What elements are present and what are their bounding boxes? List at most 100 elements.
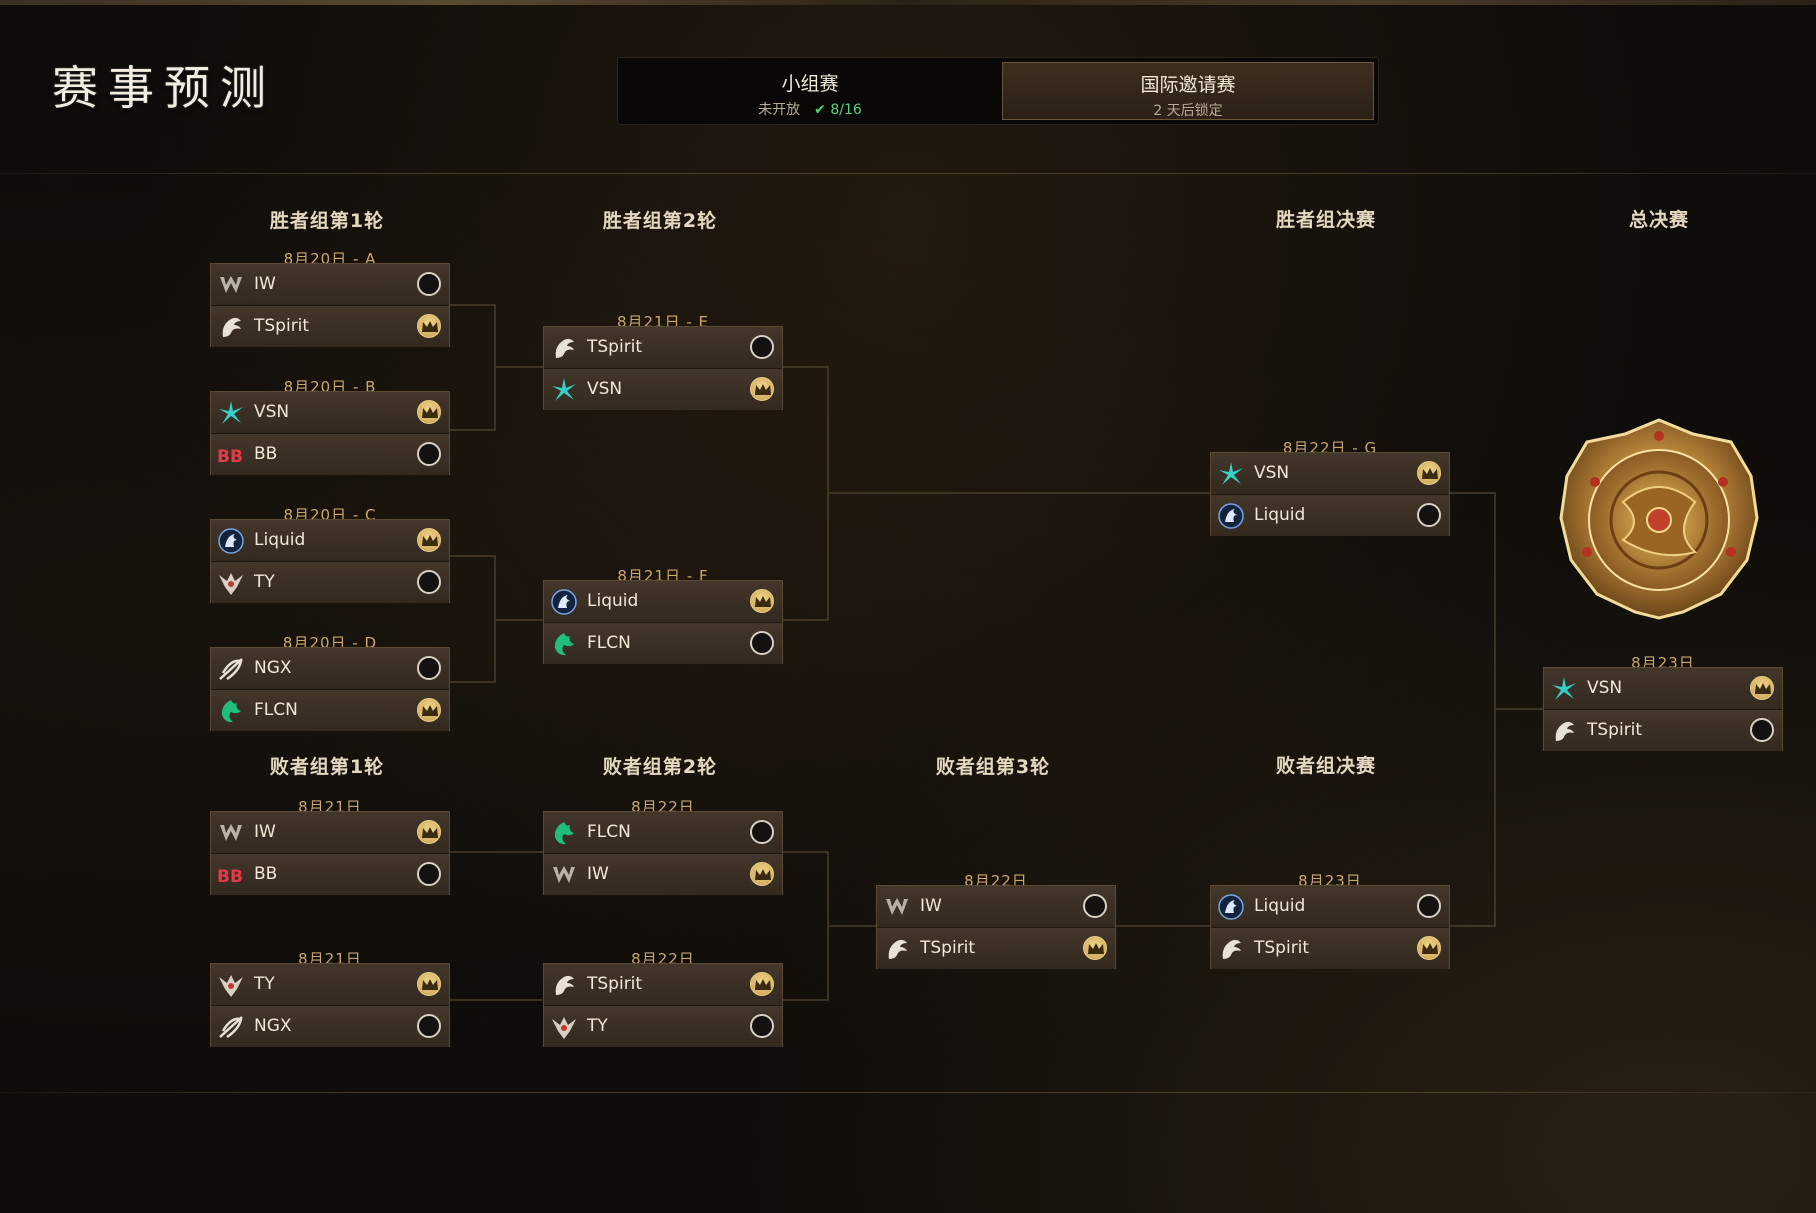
team-row[interactable]: Liquid: [1211, 495, 1449, 536]
match-l2a: FLCN IW: [543, 811, 783, 895]
round-title-lb2: 败者组第2轮: [602, 756, 718, 778]
team-row[interactable]: BB BB: [211, 434, 449, 475]
tab-international-label: 国际邀请赛: [1140, 74, 1236, 96]
pick-circle-icon[interactable]: [417, 570, 441, 594]
match-gf: VSN TSpirit: [1543, 667, 1783, 751]
team-row[interactable]: TSpirit: [544, 327, 782, 369]
team-row[interactable]: TSpirit: [1211, 928, 1449, 969]
team-row[interactable]: IW: [544, 854, 782, 895]
winner-crown-icon[interactable]: [1083, 936, 1107, 960]
team-row[interactable]: Liquid: [1211, 886, 1449, 928]
pick-circle-icon[interactable]: [1417, 503, 1441, 527]
team-name: TSpirit: [587, 974, 643, 994]
team-row[interactable]: TSpirit: [211, 306, 449, 347]
winner-crown-icon[interactable]: [417, 698, 441, 722]
winner-crown-icon[interactable]: [750, 862, 774, 886]
tspirit-dragon-icon: [883, 935, 911, 963]
team-name: FLCN: [587, 633, 631, 653]
team-row[interactable]: FLCN: [544, 623, 782, 664]
team-name: VSN: [1254, 463, 1290, 483]
team-name: IW: [587, 864, 609, 884]
winner-crown-icon[interactable]: [1417, 936, 1441, 960]
tab-international[interactable]: 国际邀请赛 2 天后锁定: [1002, 62, 1374, 120]
team-name: Liquid: [1254, 896, 1306, 916]
winner-crown-icon[interactable]: [1417, 461, 1441, 485]
team-row[interactable]: TY: [211, 562, 449, 603]
pick-circle-icon[interactable]: [417, 1014, 441, 1038]
team-name: VSN: [254, 402, 290, 422]
pick-circle-icon[interactable]: [750, 1014, 774, 1038]
winner-crown-icon[interactable]: [750, 589, 774, 613]
team-name: IW: [254, 822, 276, 842]
team-row[interactable]: NGX: [211, 648, 449, 690]
iw-logo-icon: [883, 893, 911, 921]
pick-circle-icon[interactable]: [417, 862, 441, 886]
team-name: Liquid: [1254, 505, 1306, 525]
tab-international-status: 2 天后锁定: [1153, 103, 1223, 119]
round-title-lb3: 败者组第3轮: [935, 756, 1051, 778]
pick-circle-icon[interactable]: [1083, 894, 1107, 918]
pick-circle-icon[interactable]: [1417, 894, 1441, 918]
team-row[interactable]: IW: [877, 886, 1115, 928]
team-row[interactable]: NGX: [211, 1006, 449, 1047]
ty-logo-icon: [217, 971, 245, 999]
team-row[interactable]: TSpirit: [544, 964, 782, 1006]
team-row[interactable]: TSpirit: [1544, 710, 1782, 751]
tspirit-dragon-icon: [550, 334, 578, 362]
pick-circle-icon[interactable]: [750, 631, 774, 655]
pick-circle-icon[interactable]: [417, 272, 441, 296]
vsn-star-icon: [1217, 460, 1245, 488]
team-row[interactable]: TY: [211, 964, 449, 1006]
winner-crown-icon[interactable]: [750, 377, 774, 401]
team-row[interactable]: TY: [544, 1006, 782, 1047]
team-row[interactable]: FLCN: [211, 690, 449, 731]
team-row[interactable]: IW: [211, 812, 449, 854]
ty-logo-icon: [217, 569, 245, 597]
ty-logo-icon: [550, 1013, 578, 1041]
tab-group-stage[interactable]: 小组赛 未开放✔ 8/16: [622, 62, 998, 120]
vsn-star-icon: [217, 399, 245, 427]
round-title-wbf: 胜者组决赛: [1275, 209, 1376, 231]
pick-circle-icon[interactable]: [417, 442, 441, 466]
winner-crown-icon[interactable]: [417, 972, 441, 996]
pick-circle-icon[interactable]: [417, 656, 441, 680]
flcn-falcon-icon: [550, 630, 578, 658]
pick-circle-icon[interactable]: [750, 820, 774, 844]
iw-logo-icon: [217, 819, 245, 847]
tspirit-dragon-icon: [217, 313, 245, 341]
team-name: BB: [254, 444, 278, 464]
winner-crown-icon[interactable]: [417, 820, 441, 844]
team-row[interactable]: Liquid: [544, 581, 782, 623]
winner-crown-icon[interactable]: [417, 314, 441, 338]
stage-tab-bar: 小组赛 未开放✔ 8/16 国际邀请赛 2 天后锁定: [617, 57, 1379, 125]
iw-logo-icon: [217, 271, 245, 299]
team-row[interactable]: TSpirit: [877, 928, 1115, 969]
pick-circle-icon[interactable]: [1750, 718, 1774, 742]
team-row[interactable]: FLCN: [544, 812, 782, 854]
team-row[interactable]: Liquid: [211, 520, 449, 562]
winner-crown-icon[interactable]: [417, 400, 441, 424]
iw-logo-icon: [550, 861, 578, 889]
winner-crown-icon[interactable]: [417, 528, 441, 552]
header-divider: [0, 173, 1816, 174]
team-name: TSpirit: [1587, 720, 1643, 740]
team-name: IW: [254, 274, 276, 294]
team-name: BB: [254, 864, 278, 884]
winner-crown-icon[interactable]: [1750, 676, 1774, 700]
team-row[interactable]: VSN: [1211, 453, 1449, 495]
team-row[interactable]: IW: [211, 264, 449, 306]
team-row[interactable]: VSN: [1544, 668, 1782, 710]
bb-logo-icon: BB: [217, 441, 245, 469]
liquid-horse-icon: [1217, 502, 1245, 530]
team-row[interactable]: VSN: [544, 369, 782, 410]
team-row[interactable]: VSN: [211, 392, 449, 434]
winner-crown-icon[interactable]: [750, 972, 774, 996]
top-strip: [0, 0, 1816, 5]
pick-circle-icon[interactable]: [750, 335, 774, 359]
